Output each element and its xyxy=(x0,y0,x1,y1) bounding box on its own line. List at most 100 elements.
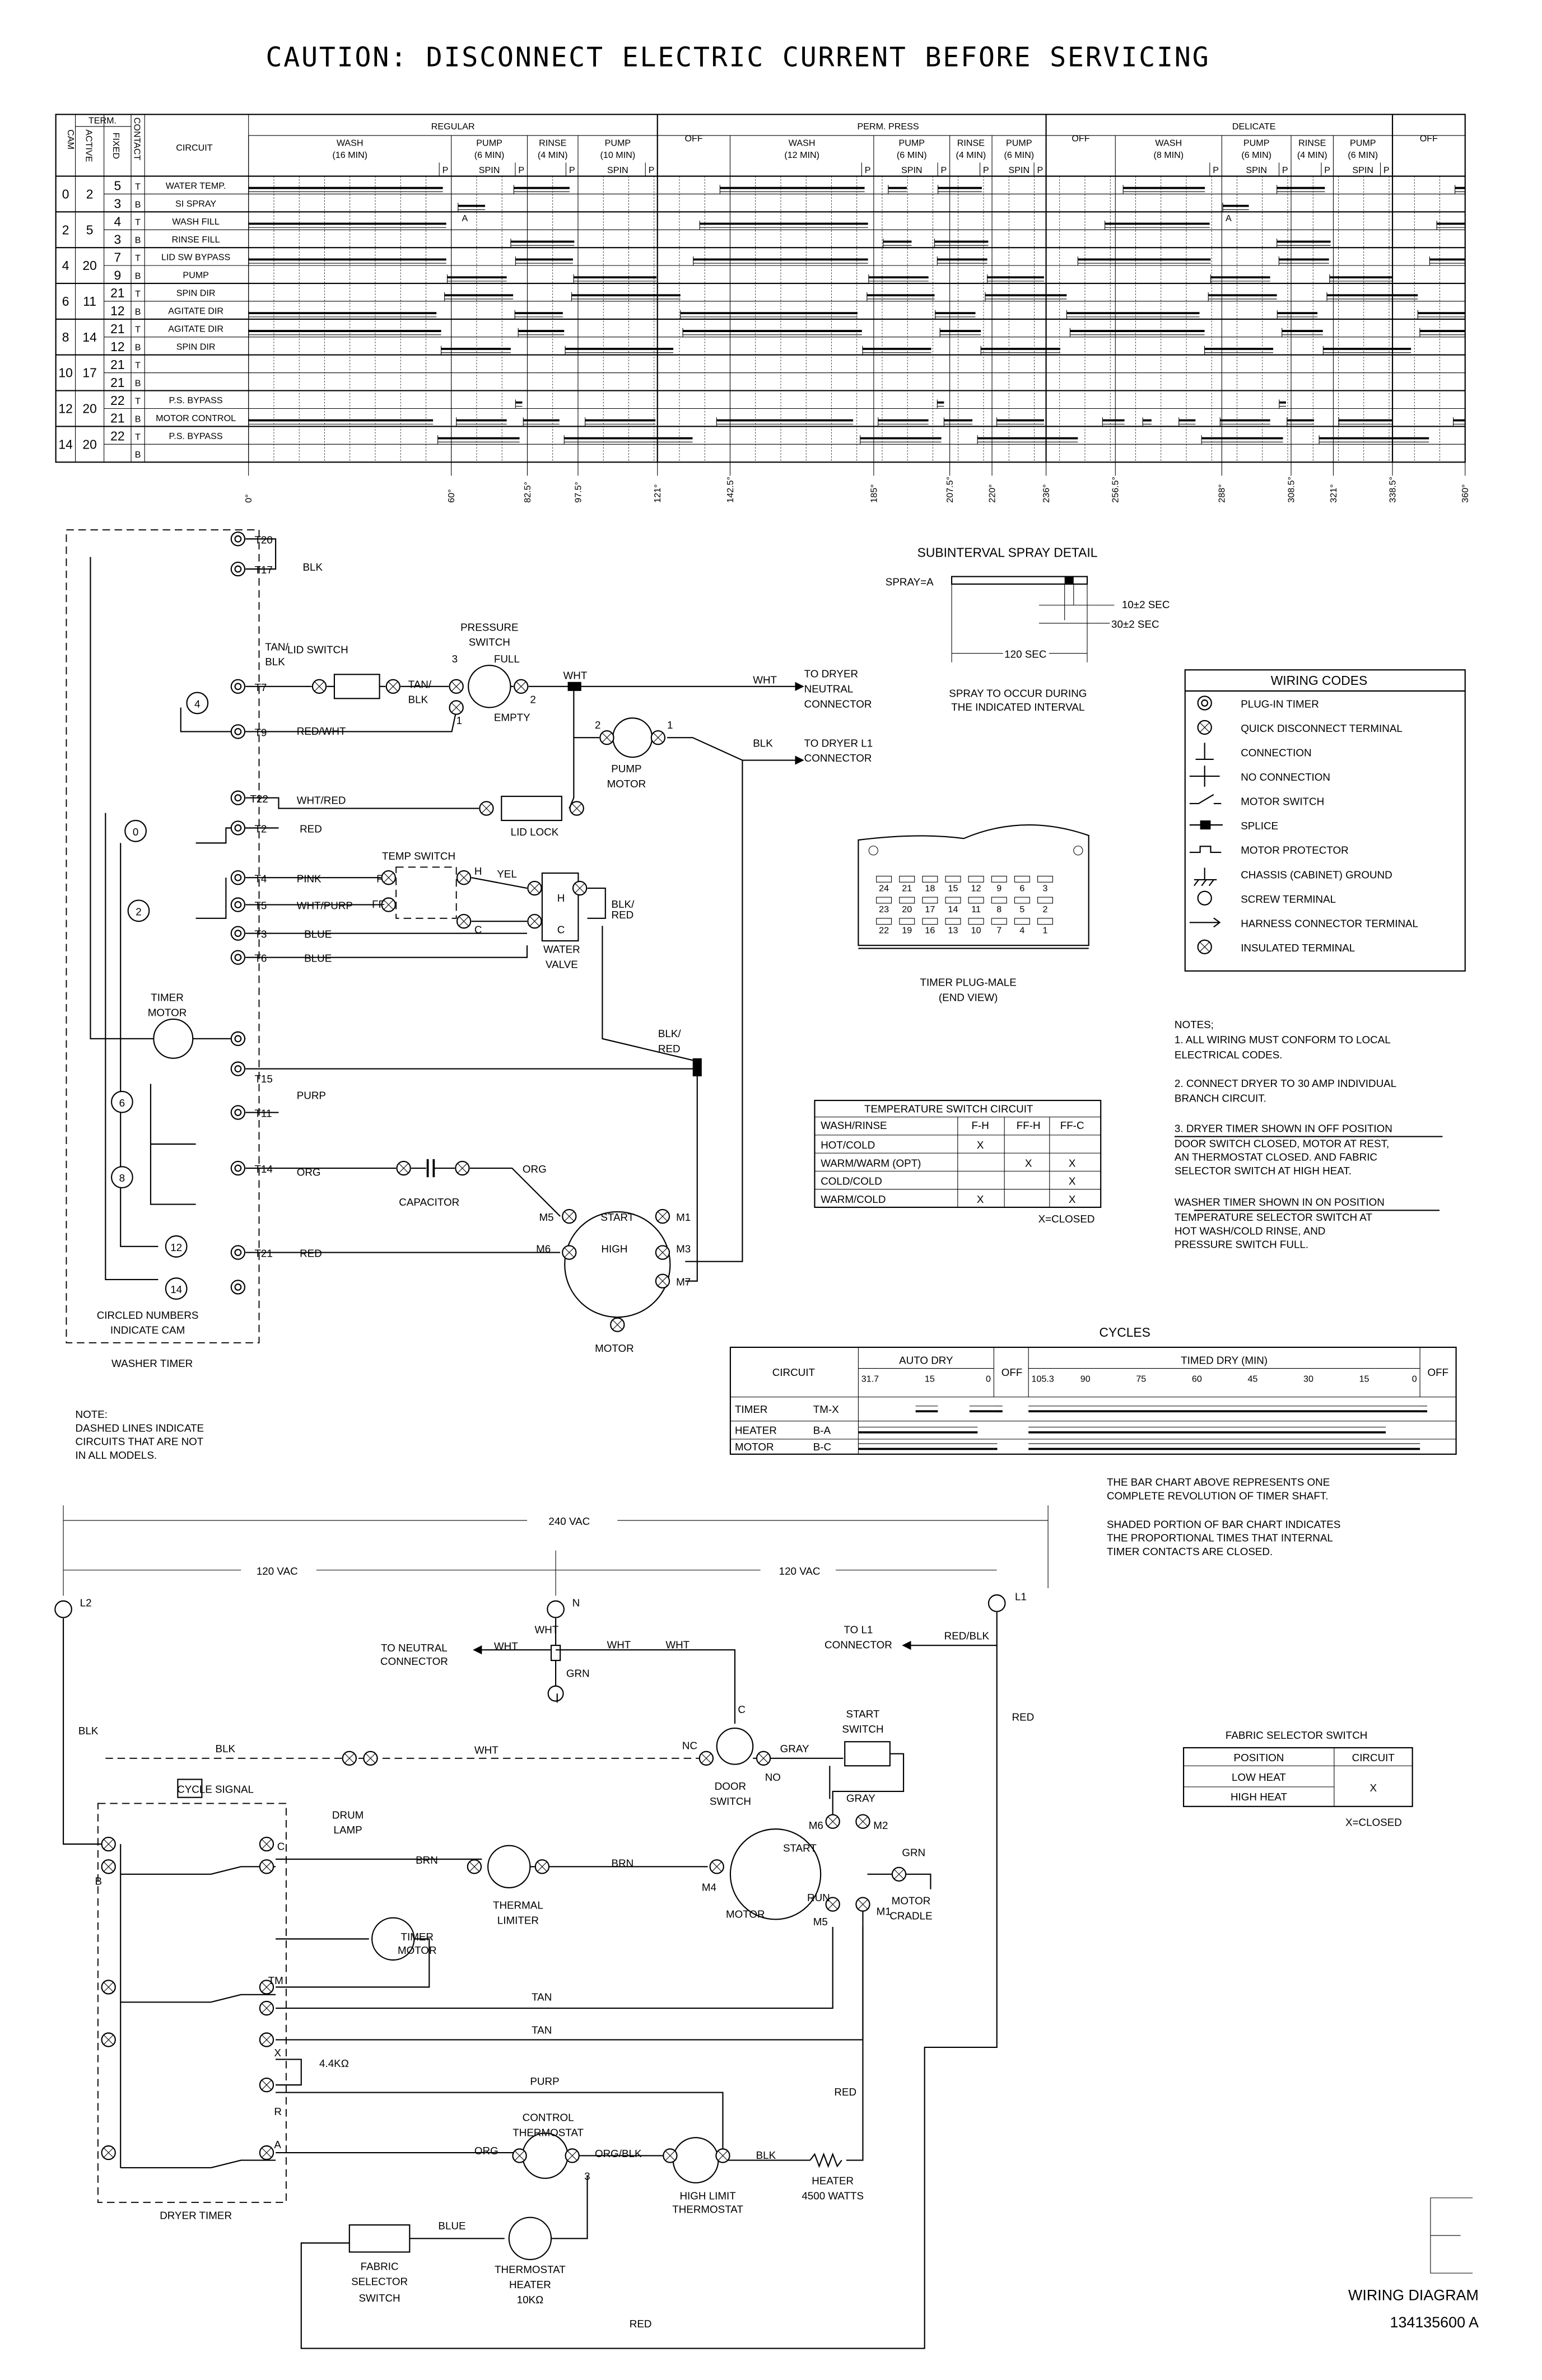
quick-disconnect-icon xyxy=(516,682,526,692)
cycles-circuit-header: CIRCUIT xyxy=(772,1366,816,1378)
tick-label: 338.5° xyxy=(1387,477,1397,503)
wire-label: BLK xyxy=(302,561,323,573)
wire-label: 1 xyxy=(667,719,673,731)
contact-position: B xyxy=(135,307,141,317)
note-line: AN THERMOSTAT CLOSED. AND FABRIC xyxy=(1175,1151,1377,1163)
note-line: 2. CONNECT DRYER TO 30 AMP INDIVIDUAL xyxy=(1175,1077,1396,1089)
stage-label: PUMP xyxy=(1243,138,1270,148)
dryer-timer-outline xyxy=(97,1803,287,2203)
fixed-terminal: 21 xyxy=(110,286,124,300)
wire-label: TM xyxy=(268,1975,283,1986)
wire-label: HIGH LIMIT xyxy=(679,2190,736,2201)
pin-number: 8 xyxy=(996,904,1001,914)
circuit-name: SI SPRAY xyxy=(175,199,216,209)
wire-label: MOTOR xyxy=(398,1944,437,1956)
cam-number: 10 xyxy=(58,366,72,380)
plug-pin xyxy=(876,875,892,883)
temp-switch-header: WASH/RINSE xyxy=(821,1119,887,1131)
insulated-terminal-icon xyxy=(1197,939,1212,955)
wire-label: RED xyxy=(300,1248,322,1259)
wire-label: M2 xyxy=(873,1819,888,1831)
wire-label: PURP xyxy=(297,1089,326,1101)
wire-label: HEATER xyxy=(812,2175,854,2187)
note-line: WASHER TIMER SHOWN IN ON POSITION xyxy=(1175,1196,1385,1208)
stage-label: RINSE xyxy=(1298,138,1326,148)
wire xyxy=(1195,743,1214,760)
quick-disconnect-icon xyxy=(658,1276,668,1286)
fabric-header: CIRCUIT xyxy=(1352,1752,1395,1763)
wire-label: WHT xyxy=(753,674,777,685)
cam-number: 4 xyxy=(194,698,200,710)
wire-label: VALVE xyxy=(546,958,578,970)
spray-note: SPRAY TO OCCUR DURING xyxy=(949,688,1087,699)
pause-label: P xyxy=(569,165,575,175)
contact-position: B xyxy=(135,450,141,460)
stage-duration: (4 MIN) xyxy=(538,150,568,160)
note-line: TEMPERATURE SELECTOR SWITCH AT xyxy=(1175,1211,1373,1223)
active-terminal: 20 xyxy=(82,437,96,451)
contact-position: B xyxy=(135,199,141,209)
temp-switch-cell: X xyxy=(1069,1157,1076,1169)
pause-label: P xyxy=(649,165,655,175)
wire-label: BLK xyxy=(78,1725,99,1737)
wire-label: 1 xyxy=(456,715,462,726)
contact-position: T xyxy=(135,432,141,442)
thermostat-heater xyxy=(508,2216,552,2261)
stage-duration: (4 MIN) xyxy=(1297,150,1327,160)
wire-label: DOOR xyxy=(715,1780,746,1792)
off-label: OFF xyxy=(685,134,703,144)
wire-label: PUMP xyxy=(611,763,641,774)
wire-label: LID SWITCH xyxy=(287,644,348,656)
fixed-terminal: 12 xyxy=(110,339,124,354)
quick-disconnect-icon xyxy=(894,1869,904,1879)
wire-label: A xyxy=(274,2139,281,2150)
fixed-terminal: 4 xyxy=(114,214,121,229)
cycles-note: SHADED PORTION OF BAR CHART INDICATES xyxy=(1107,1518,1340,1530)
tick-label: 142.5° xyxy=(725,477,735,503)
wiring-code-label: INSULATED TERMINAL xyxy=(1241,942,1355,954)
temp-switch xyxy=(395,866,457,919)
wire-label: DRYER TIMER xyxy=(160,2209,232,2221)
wire-label: T20 xyxy=(254,534,272,545)
note-line: 3. DRYER TIMER SHOWN IN OFF POSITION xyxy=(1175,1123,1392,1135)
no-connection-icon xyxy=(1189,766,1220,787)
wire-label: CAPACITOR xyxy=(399,1196,459,1208)
plug-pin xyxy=(945,918,961,925)
cam-circles: 4 0 2 6 8 12 14 xyxy=(111,692,209,1300)
cycles-note: THE BAR CHART ABOVE REPRESENTS ONE xyxy=(1107,1476,1330,1488)
pause-label: P xyxy=(1037,165,1043,175)
quick-disconnect-icon xyxy=(658,1248,668,1258)
diagram-title: WIRING DIAGRAM xyxy=(1348,2287,1479,2304)
plug-pin xyxy=(991,875,1007,883)
contact-position: B xyxy=(135,414,141,424)
active-header: ACTIVE xyxy=(83,129,94,162)
thermal-limiter xyxy=(487,1845,531,1889)
active-terminal: 5 xyxy=(86,222,94,237)
quick-disconnect-icon xyxy=(712,1861,722,1872)
active-terminal: 14 xyxy=(82,330,97,344)
fabric-title: FABRIC SELECTOR SWITCH xyxy=(1226,1729,1367,1741)
tick-label: 185° xyxy=(869,484,879,503)
auto-dry-tick: 31.7 xyxy=(861,1374,879,1384)
stage-duration: (6 MIN) xyxy=(1348,150,1378,160)
quick-disconnect-icon xyxy=(469,1861,479,1872)
wire-label: RED/BLK xyxy=(944,1630,990,1641)
wire-label: BLK xyxy=(265,656,285,668)
cam-number: 12 xyxy=(58,402,72,416)
washer-wires xyxy=(90,538,804,1318)
wire-label: BLUE xyxy=(438,2220,465,2232)
fixed-terminal: 22 xyxy=(110,429,124,444)
lid-switch xyxy=(333,674,380,699)
wire-label: T15 xyxy=(254,1073,272,1085)
wire-label: CONNECTOR xyxy=(804,752,872,764)
stage-duration: (6 MIN) xyxy=(1241,150,1271,160)
quick-disconnect-icon xyxy=(530,883,539,893)
pause-label: P xyxy=(983,165,989,175)
quick-disconnect-icon xyxy=(104,2148,114,2158)
circuit-name: MOTOR CONTROL xyxy=(156,413,236,423)
fabric-legend: X=CLOSED xyxy=(1345,1817,1402,1828)
neutral-terminal xyxy=(547,1600,565,1618)
wire-label: ORG xyxy=(297,1166,321,1178)
motor-switch-icon xyxy=(1189,794,1222,805)
temp-switch-title: TEMPERATURE SWITCH CIRCUIT xyxy=(864,1103,1033,1115)
